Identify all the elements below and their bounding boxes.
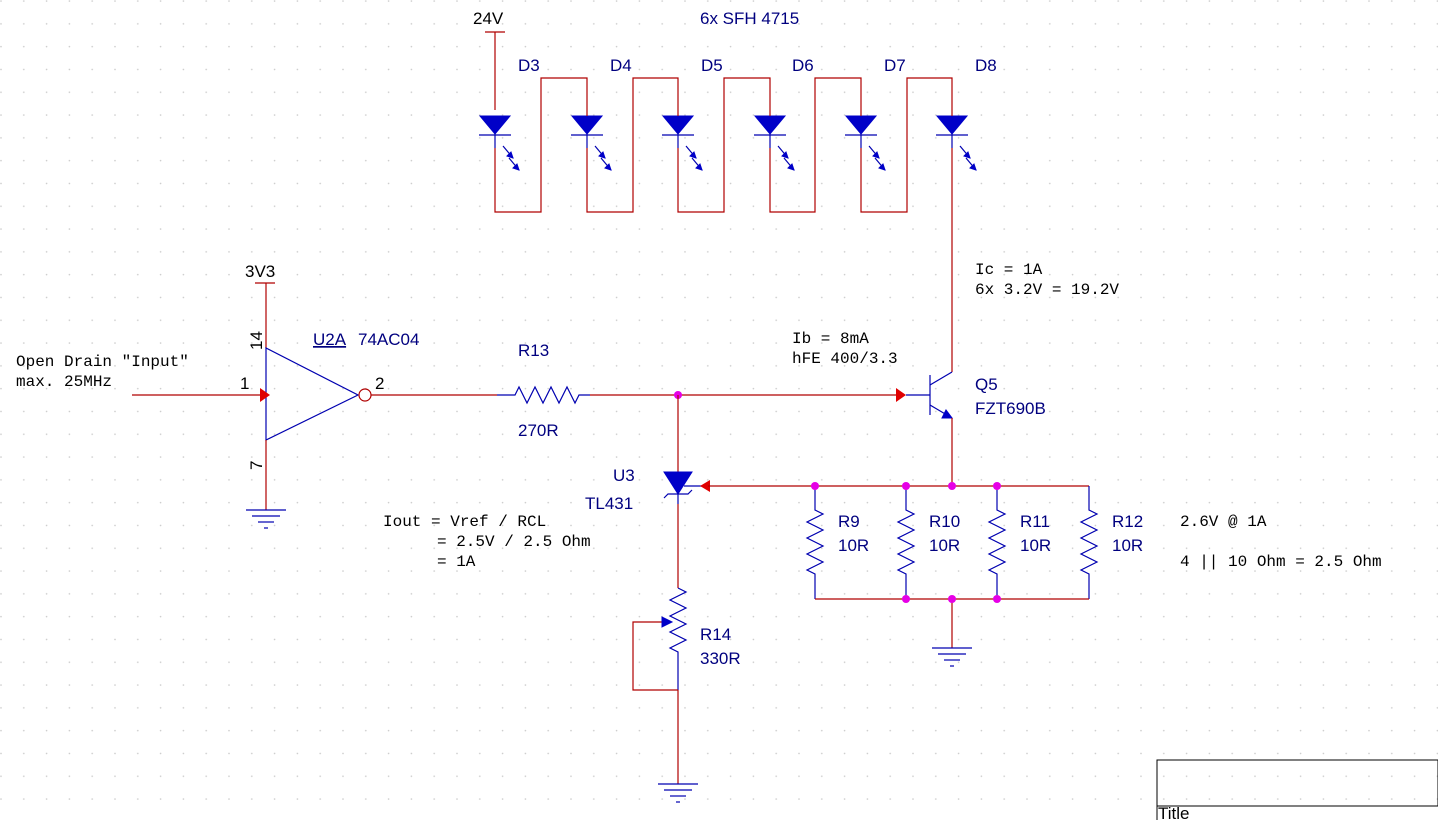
r10-value: 10R (929, 536, 960, 555)
inverter-value: 74AC04 (358, 330, 419, 349)
r11-value: 10R (1020, 536, 1051, 555)
collector-note-line2: 6x 3.2V = 19.2V (975, 281, 1119, 299)
transistor-q5: Q5 FZT690B (906, 371, 1046, 419)
r13-value: 270R (518, 421, 559, 440)
q5-value: FZT690B (975, 399, 1046, 418)
r14-ref: R14 (700, 625, 731, 644)
junction-top-r9 (811, 482, 819, 490)
inverter-ref: U2A (313, 330, 347, 349)
junction-bottom-gnd (948, 595, 956, 603)
title-block: Title (1156, 759, 1438, 820)
r14-value: 330R (700, 649, 741, 668)
iout-note-line2: = 2.5V / 2.5 Ohm (437, 533, 591, 551)
r13-ref: R13 (518, 341, 549, 360)
trimmer-r14: R14 330R (632, 587, 741, 691)
r9-value: 10R (838, 536, 869, 555)
sense-note-line2: 4 || 10 Ohm = 2.5 Ohm (1180, 553, 1382, 571)
junction-top-r11 (993, 482, 1001, 490)
junction-emitter (948, 482, 956, 490)
input-note-line1: Open Drain "Input" (16, 353, 189, 371)
supply-24v-label: 24V (473, 9, 504, 28)
inverter-pin-gnd: 7 (247, 461, 266, 470)
r9-ref: R9 (838, 512, 860, 531)
u3-value: TL431 (585, 494, 633, 513)
regulator-u3: U3 TL431 (585, 466, 710, 513)
inverter-pin-out: 2 (375, 374, 384, 393)
r10-ref: R10 (929, 512, 960, 531)
collector-note-line1: Ic = 1A (975, 261, 1043, 279)
inverter-output-bubble (358, 388, 372, 402)
inverter-u2a: 3V3 14 7 1 2 U2A 74AC04 (240, 262, 419, 529)
r11-ref: R11 (1020, 512, 1050, 531)
resistor-r12: R12 10R (1079, 486, 1143, 599)
base-note-line2: hFE 400/3.3 (792, 350, 898, 368)
resistor-r9: R9 10R (805, 486, 869, 599)
junction-bottom-r11 (993, 595, 1001, 603)
inverter-pin-vcc: 14 (247, 331, 266, 350)
led-label-d4: D4 (610, 56, 632, 75)
sense-resistor-bank: R9 10R R10 10R R11 10R R12 10R (805, 482, 1143, 667)
resistor-r13: R13 270R (497, 341, 590, 440)
led-label-d6: D6 (792, 56, 814, 75)
title-block-label: Title (1158, 804, 1190, 820)
led-label-d7: D7 (884, 56, 906, 75)
inverter-pin-in: 1 (240, 374, 249, 393)
u3-ref: U3 (613, 466, 635, 485)
led-label-d3: D3 (518, 56, 540, 75)
q5-ref: Q5 (975, 375, 998, 394)
sense-note-line1: 2.6V @ 1A (1180, 513, 1267, 531)
led-label-d8: D8 (975, 56, 997, 75)
r12-value: 10R (1112, 536, 1143, 555)
resistor-r11: R11 10R (987, 486, 1051, 599)
input-note-line2: max. 25MHz (16, 373, 112, 391)
junction-top-r10 (902, 482, 910, 490)
junction-bottom-r10 (902, 595, 910, 603)
supply-24v: 24V (473, 9, 505, 110)
led-array-title: 6x SFH 4715 (700, 9, 799, 28)
base-note-line1: Ib = 8mA (792, 330, 869, 348)
led-label-d5: D5 (701, 56, 723, 75)
r12-ref: R12 (1112, 512, 1143, 531)
iout-note-line3: = 1A (437, 553, 476, 571)
resistor-r10: R10 10R (896, 486, 960, 599)
led-chain: D3 D4 D5 D6 D7 D8 (478, 56, 997, 372)
supply-3v3-label: 3V3 (245, 262, 275, 281)
iout-note-line1: Iout = Vref / RCL (383, 513, 546, 531)
